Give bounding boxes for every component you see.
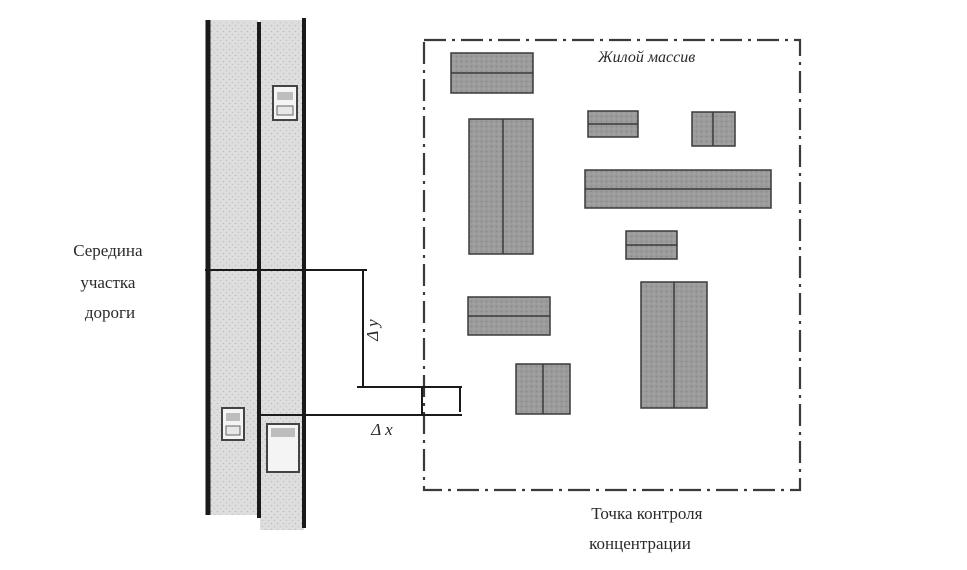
car-icon <box>221 407 245 441</box>
building <box>467 296 551 336</box>
buildings <box>450 52 772 415</box>
road-midpoint-label: Середина участка дороги <box>73 241 147 322</box>
control-point-label-line: концентрации <box>589 534 691 553</box>
car-icon <box>272 85 298 121</box>
control-point-label: Точка контроля концентрации <box>589 504 707 553</box>
building <box>515 363 571 415</box>
road-midpoint-label-line: Середина <box>73 241 143 260</box>
building <box>468 118 534 255</box>
control-point-label-line: Точка контроля <box>591 504 702 523</box>
residential-area-boundary <box>422 38 802 492</box>
building <box>587 110 639 138</box>
residential-area-label: Жилой массив <box>597 49 695 66</box>
building <box>640 281 708 409</box>
delta-y-label: Δ y <box>363 319 382 342</box>
building <box>625 230 678 260</box>
road-midpoint-label-line: дороги <box>85 303 135 322</box>
delta-x-label: Δ x <box>370 420 393 439</box>
dimension-lines <box>205 269 462 416</box>
building <box>450 52 534 94</box>
car-icon <box>266 423 300 473</box>
road-midpoint-label-line: участка <box>80 273 136 292</box>
building <box>691 111 736 147</box>
building <box>584 169 772 209</box>
